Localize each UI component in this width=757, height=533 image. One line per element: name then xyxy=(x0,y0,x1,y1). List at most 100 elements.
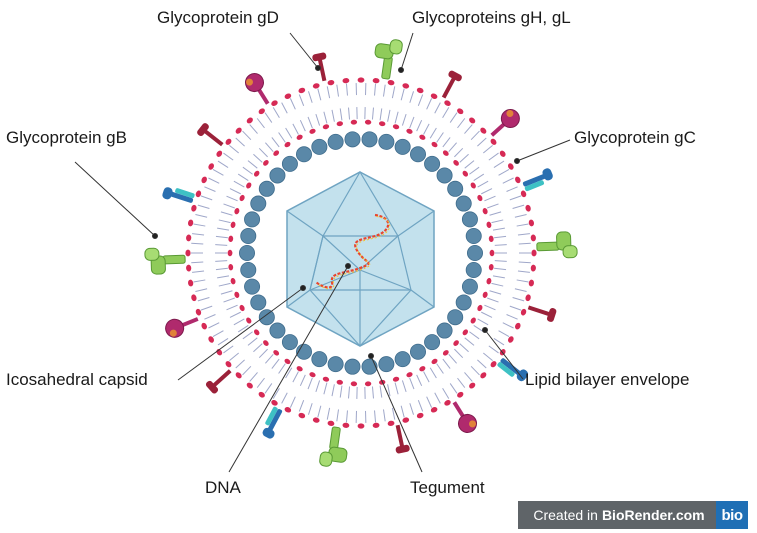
lipid-tail xyxy=(223,203,235,209)
lipid-tail xyxy=(271,137,280,148)
lipid-tail xyxy=(218,282,231,287)
lipid-tail xyxy=(237,173,249,181)
lipid-tail xyxy=(470,365,480,376)
gd-head xyxy=(458,413,478,433)
lipid-tail xyxy=(307,403,313,415)
lipid-head-outer xyxy=(530,264,536,272)
lipid-tail xyxy=(339,108,343,121)
lipid-head-inner xyxy=(488,235,494,243)
lipid-tail xyxy=(220,211,233,216)
lipid-tail xyxy=(371,107,374,120)
lipid-head-inner xyxy=(470,317,476,324)
tegument-bead xyxy=(409,343,426,360)
tegument-bead xyxy=(465,261,482,278)
lipid-tail xyxy=(197,204,210,209)
lipid-head-inner xyxy=(296,366,303,372)
leader-gd xyxy=(289,32,319,69)
tegument-bead xyxy=(344,131,361,148)
lipid-tail xyxy=(315,380,321,393)
lipid-head-inner xyxy=(263,160,269,166)
lipid-tail xyxy=(477,359,487,369)
lipid-head-outer xyxy=(457,108,464,115)
lipid-tail xyxy=(339,385,343,398)
gd-head xyxy=(500,109,520,129)
lipid-tail xyxy=(459,343,469,353)
lipid-tail xyxy=(307,91,313,103)
glycoprotein-gC xyxy=(395,424,410,454)
biorender-badge[interactable]: Created in BioRender.com bio xyxy=(518,501,748,529)
lipid-tail xyxy=(249,372,258,382)
lipid-tail xyxy=(379,385,383,398)
lipid-tail xyxy=(494,244,507,246)
lipid-head-outer xyxy=(444,400,451,406)
lipid-tail xyxy=(197,297,210,302)
lipid-head-inner xyxy=(234,291,240,298)
leader-capsid xyxy=(177,287,304,381)
gd-stalk xyxy=(256,87,270,105)
lipid-head-outer xyxy=(312,417,320,423)
lipid-tail xyxy=(448,353,457,364)
lipid-tail xyxy=(220,290,233,295)
lipid-tail xyxy=(489,211,502,216)
lipid-head-outer xyxy=(528,279,534,287)
lipid-tail xyxy=(426,396,433,408)
glycoprotein-gD xyxy=(490,109,520,137)
lipid-tail xyxy=(477,180,489,188)
label-lipid-bilayer: Lipid bilayer envelope xyxy=(525,370,690,389)
lipid-head-inner xyxy=(284,141,291,148)
gc-head xyxy=(197,123,209,137)
lipid-head-outer xyxy=(508,163,514,170)
gd-stalk xyxy=(490,121,507,137)
lipid-head-outer xyxy=(520,190,527,198)
lipid-head-inner xyxy=(419,366,426,372)
lipid-head-outer xyxy=(387,420,395,426)
leader-dna xyxy=(228,265,349,473)
lipid-head-inner xyxy=(392,124,400,130)
lipid-tail xyxy=(229,352,240,361)
lipid-tail xyxy=(204,186,216,192)
lipid-tail xyxy=(218,219,231,224)
gl-stalk xyxy=(175,188,195,199)
lipid-tail xyxy=(409,91,415,103)
lipid-head-outer xyxy=(271,400,278,406)
lipid-head-inner xyxy=(322,376,330,382)
gd-spot xyxy=(506,110,514,118)
glycoprotein-gC xyxy=(441,70,462,99)
lipid-tail xyxy=(264,112,273,123)
lipid-head-inner xyxy=(477,304,483,312)
lipid-tail xyxy=(448,142,457,153)
lipid-tail xyxy=(374,83,377,96)
lipid-tail xyxy=(482,352,493,361)
lipid-head-outer xyxy=(508,336,514,343)
lipid-head-outer xyxy=(490,361,497,368)
glycoprotein-gD xyxy=(165,317,199,338)
lipid-tail xyxy=(299,119,306,132)
glycoprotein-gD xyxy=(244,73,270,105)
label-icosahedral-capsid: Icosahedral capsid xyxy=(6,370,148,389)
lipid-tail xyxy=(292,371,299,383)
glycoprotein-gD xyxy=(452,401,478,433)
lipid-tail xyxy=(516,279,529,283)
lipid-tail xyxy=(193,223,206,227)
lipid-tail xyxy=(208,322,220,329)
lipid-tail xyxy=(256,118,265,129)
lipid-head-inner xyxy=(228,263,234,271)
lipid-tail xyxy=(265,142,274,153)
gb-lobe xyxy=(319,451,333,467)
lipid-tail xyxy=(271,358,280,369)
lipid-tail xyxy=(417,400,424,412)
lipid-tail xyxy=(514,214,527,218)
lipid-tail xyxy=(449,383,458,394)
lipid-tail xyxy=(492,227,505,231)
lipid-tail xyxy=(195,214,208,218)
lipid-tail xyxy=(434,102,441,114)
glycoprotein-spikes xyxy=(144,39,578,467)
lipid-tail xyxy=(258,147,268,158)
lipid-tail xyxy=(491,282,504,287)
lipid-head-outer xyxy=(515,176,521,184)
tegument-bead xyxy=(327,356,344,373)
lipid-tail xyxy=(223,345,234,354)
gl-stalk xyxy=(265,406,278,426)
lipid-tail xyxy=(487,297,499,303)
tegument-bead xyxy=(344,358,361,375)
